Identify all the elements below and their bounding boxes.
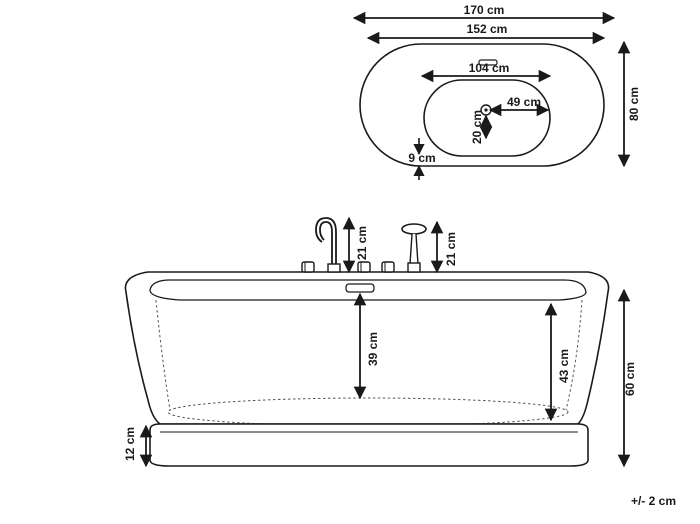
hand-shower-icon <box>401 223 427 273</box>
dim-plinth-height: 12 cm <box>123 427 137 461</box>
top-view: 170 cm 152 cm 104 cm 49 cm 20 cm 9 cm 80… <box>352 3 641 180</box>
dim-drain-offset: 49 cm <box>507 95 541 109</box>
dim-overall-width: 80 cm <box>627 87 641 121</box>
top-view-inner-basin <box>423 79 551 157</box>
overflow-slot-top <box>478 59 498 66</box>
tub-inner-wall-right <box>565 299 583 411</box>
tub-plinth <box>149 423 589 467</box>
dim-water-depth: 43 cm <box>557 349 571 383</box>
dim-inner-depth: 39 cm <box>366 332 380 366</box>
tub-rim-inner <box>149 279 587 301</box>
center-valve-icon <box>357 261 371 273</box>
tub-inner-wall-left <box>155 299 171 411</box>
tub-floor-outline <box>167 397 569 427</box>
right-valve-icon <box>381 261 395 273</box>
tolerance-note: +/- 2 cm <box>631 494 676 508</box>
dim-drain-half-width: 20 cm <box>470 110 484 144</box>
faucet-spout-icon <box>315 217 341 273</box>
tub-body-outline <box>124 271 610 425</box>
dim-overall-height: 60 cm <box>623 362 637 396</box>
drain-center <box>484 108 488 112</box>
dim-rim-length: 152 cm <box>467 22 508 36</box>
dim-spout-height: 21 cm <box>355 226 369 260</box>
overflow-slot-side <box>345 283 375 293</box>
left-valve-icon <box>301 261 315 273</box>
side-view: 21 cm 21 cm 39 cm 43 cm 60 cm 12 cm <box>123 216 637 468</box>
dim-shower-height: 21 cm <box>444 232 458 266</box>
dim-overall-length: 170 cm <box>464 3 505 17</box>
dim-basin-length: 104 cm <box>469 61 510 75</box>
dim-rim-thickness: 9 cm <box>408 151 435 165</box>
